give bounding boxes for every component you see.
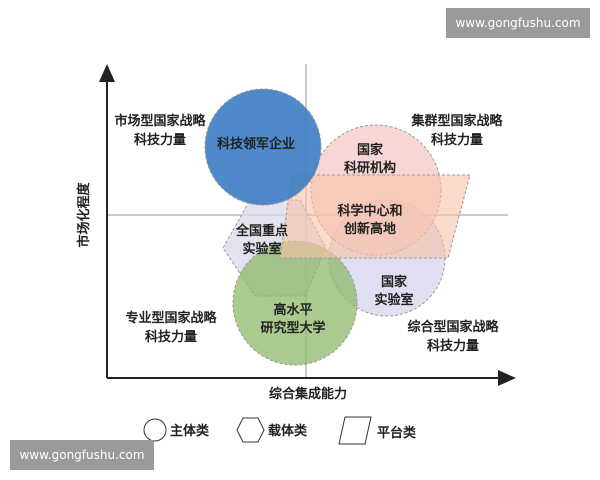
key-lab-label: 全国重点实验室 <box>235 223 288 257</box>
research-institute-label: 国家科研机构 <box>344 142 396 176</box>
quadrant-bottom-left-label: 专业型国家战略科技力量 <box>125 310 217 345</box>
quadrant-top-left-label: 市场型国家战略科技力量 <box>114 113 206 148</box>
science-center-label: 科学中心和创新高地 <box>337 203 402 237</box>
y-axis-label: 市场化程度 <box>76 182 92 248</box>
watermark-top: www.gongfushu.com <box>446 8 590 38</box>
legend-label-parallelogram: 平台类 <box>377 425 417 441</box>
legend-circle-icon <box>143 418 167 442</box>
legend: 主体类 载体类 平台类 <box>143 416 417 445</box>
legend-label-hexagon: 载体类 <box>268 423 308 439</box>
science-center-parallelogram <box>279 174 471 259</box>
legend-hexagon-icon <box>236 417 265 443</box>
enterprise-label: 科技领军企业 <box>217 136 295 152</box>
university-label: 高水平研究型大学 <box>260 302 325 336</box>
national-lab-label: 国家实验室 <box>374 274 413 308</box>
enterprise-circle <box>204 88 322 206</box>
legend-parallelogram-icon <box>338 416 372 445</box>
quadrant-top-right-label: 集群型国家战略科技力量 <box>410 113 503 148</box>
legend-label-circle: 主体类 <box>170 423 210 439</box>
watermark-bottom: www.gongfushu.com <box>10 440 154 470</box>
x-axis-label: 综合集成能力 <box>269 386 347 402</box>
quadrant-bottom-right-label: 综合型国家战略科技力量 <box>407 319 499 354</box>
